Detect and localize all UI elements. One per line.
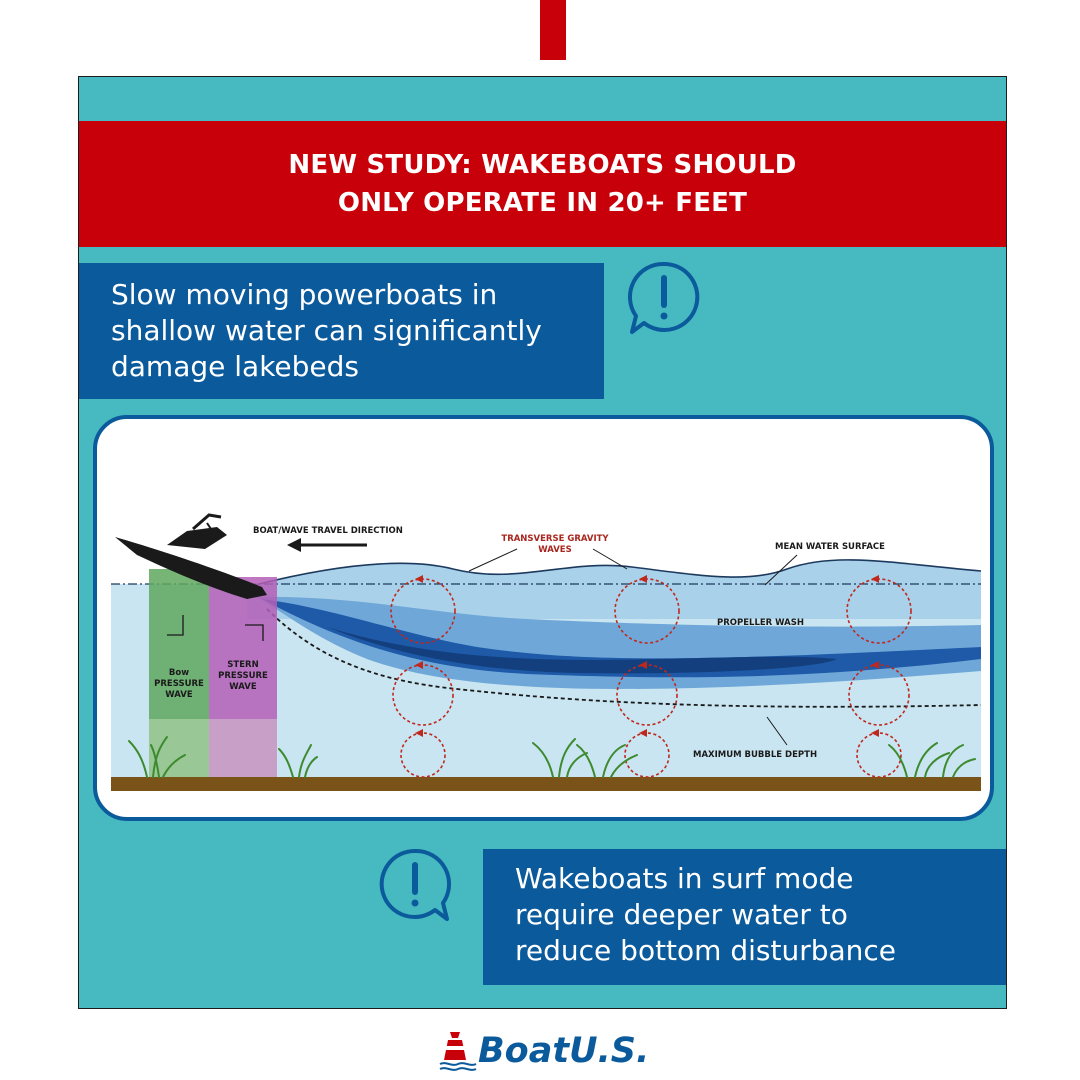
logo-text: BoatU.S. bbox=[478, 1031, 648, 1071]
alert-speech-bubble-icon bbox=[628, 261, 700, 334]
bow-pressure-column bbox=[149, 569, 209, 777]
callout-top-line-2: shallow water can significantly bbox=[111, 314, 542, 347]
wake-diagram-svg: BOAT/WAVE TRAVEL DIRECTION TRANSVERSE GR… bbox=[111, 513, 982, 791]
label-bow-3: WAVE bbox=[165, 690, 193, 700]
title-banner: NEW STUDY: WAKEBOATS SHOULD ONLY OPERATE… bbox=[79, 121, 1006, 247]
boatus-logo: BoatU.S. bbox=[439, 1031, 648, 1071]
label-transverse-waves-1: TRANSVERSE GRAVITY bbox=[501, 534, 609, 544]
lakebed bbox=[111, 777, 981, 791]
seagrass bbox=[128, 736, 976, 778]
alert-speech-bubble-icon bbox=[379, 848, 451, 921]
stern-pressure-column bbox=[209, 577, 277, 777]
label-travel-direction: BOAT/WAVE TRAVEL DIRECTION bbox=[253, 526, 403, 536]
callout-top-line-3: damage lakebeds bbox=[111, 350, 360, 383]
callout-bottom-line-1: Wakeboats in surf mode bbox=[515, 862, 854, 895]
label-propeller-wash: PROPELLER WASH bbox=[717, 618, 804, 628]
propeller-wash-core bbox=[327, 627, 837, 674]
top-accent-tab bbox=[540, 0, 566, 60]
label-stern-3: WAVE bbox=[229, 682, 257, 692]
callout-bottom-line-2: require deeper water to bbox=[515, 898, 848, 931]
buoy-icon bbox=[439, 1032, 477, 1071]
callout-bottom: Wakeboats in surf mode require deeper wa… bbox=[483, 849, 1006, 985]
callout-top: Slow moving powerboats in shallow water … bbox=[79, 263, 604, 399]
wake-diagram: BOAT/WAVE TRAVEL DIRECTION TRANSVERSE GR… bbox=[93, 415, 994, 821]
label-stern-1: STERN bbox=[227, 660, 258, 670]
label-stern-2: PRESSURE bbox=[218, 671, 268, 681]
wakeboat bbox=[115, 537, 267, 599]
title-line-2: ONLY OPERATE IN 20+ FEET bbox=[337, 188, 748, 218]
wave-surface bbox=[247, 559, 981, 619]
infographic-panel: NEW STUDY: WAKEBOATS SHOULD ONLY OPERATE… bbox=[78, 76, 1007, 1009]
callout-top-line-1: Slow moving powerboats in bbox=[111, 278, 498, 311]
label-transverse-waves-2: WAVES bbox=[538, 545, 572, 555]
label-bow-2: PRESSURE bbox=[154, 679, 204, 689]
label-bow-1: Bow bbox=[169, 668, 189, 678]
label-mean-water-surface: MEAN WATER SURFACE bbox=[775, 542, 885, 552]
callout-bottom-line-3: reduce bottom disturbance bbox=[515, 934, 897, 967]
title-line-1: NEW STUDY: WAKEBOATS SHOULD bbox=[288, 150, 797, 180]
label-bubble-depth: MAXIMUM BUBBLE DEPTH bbox=[693, 750, 817, 760]
